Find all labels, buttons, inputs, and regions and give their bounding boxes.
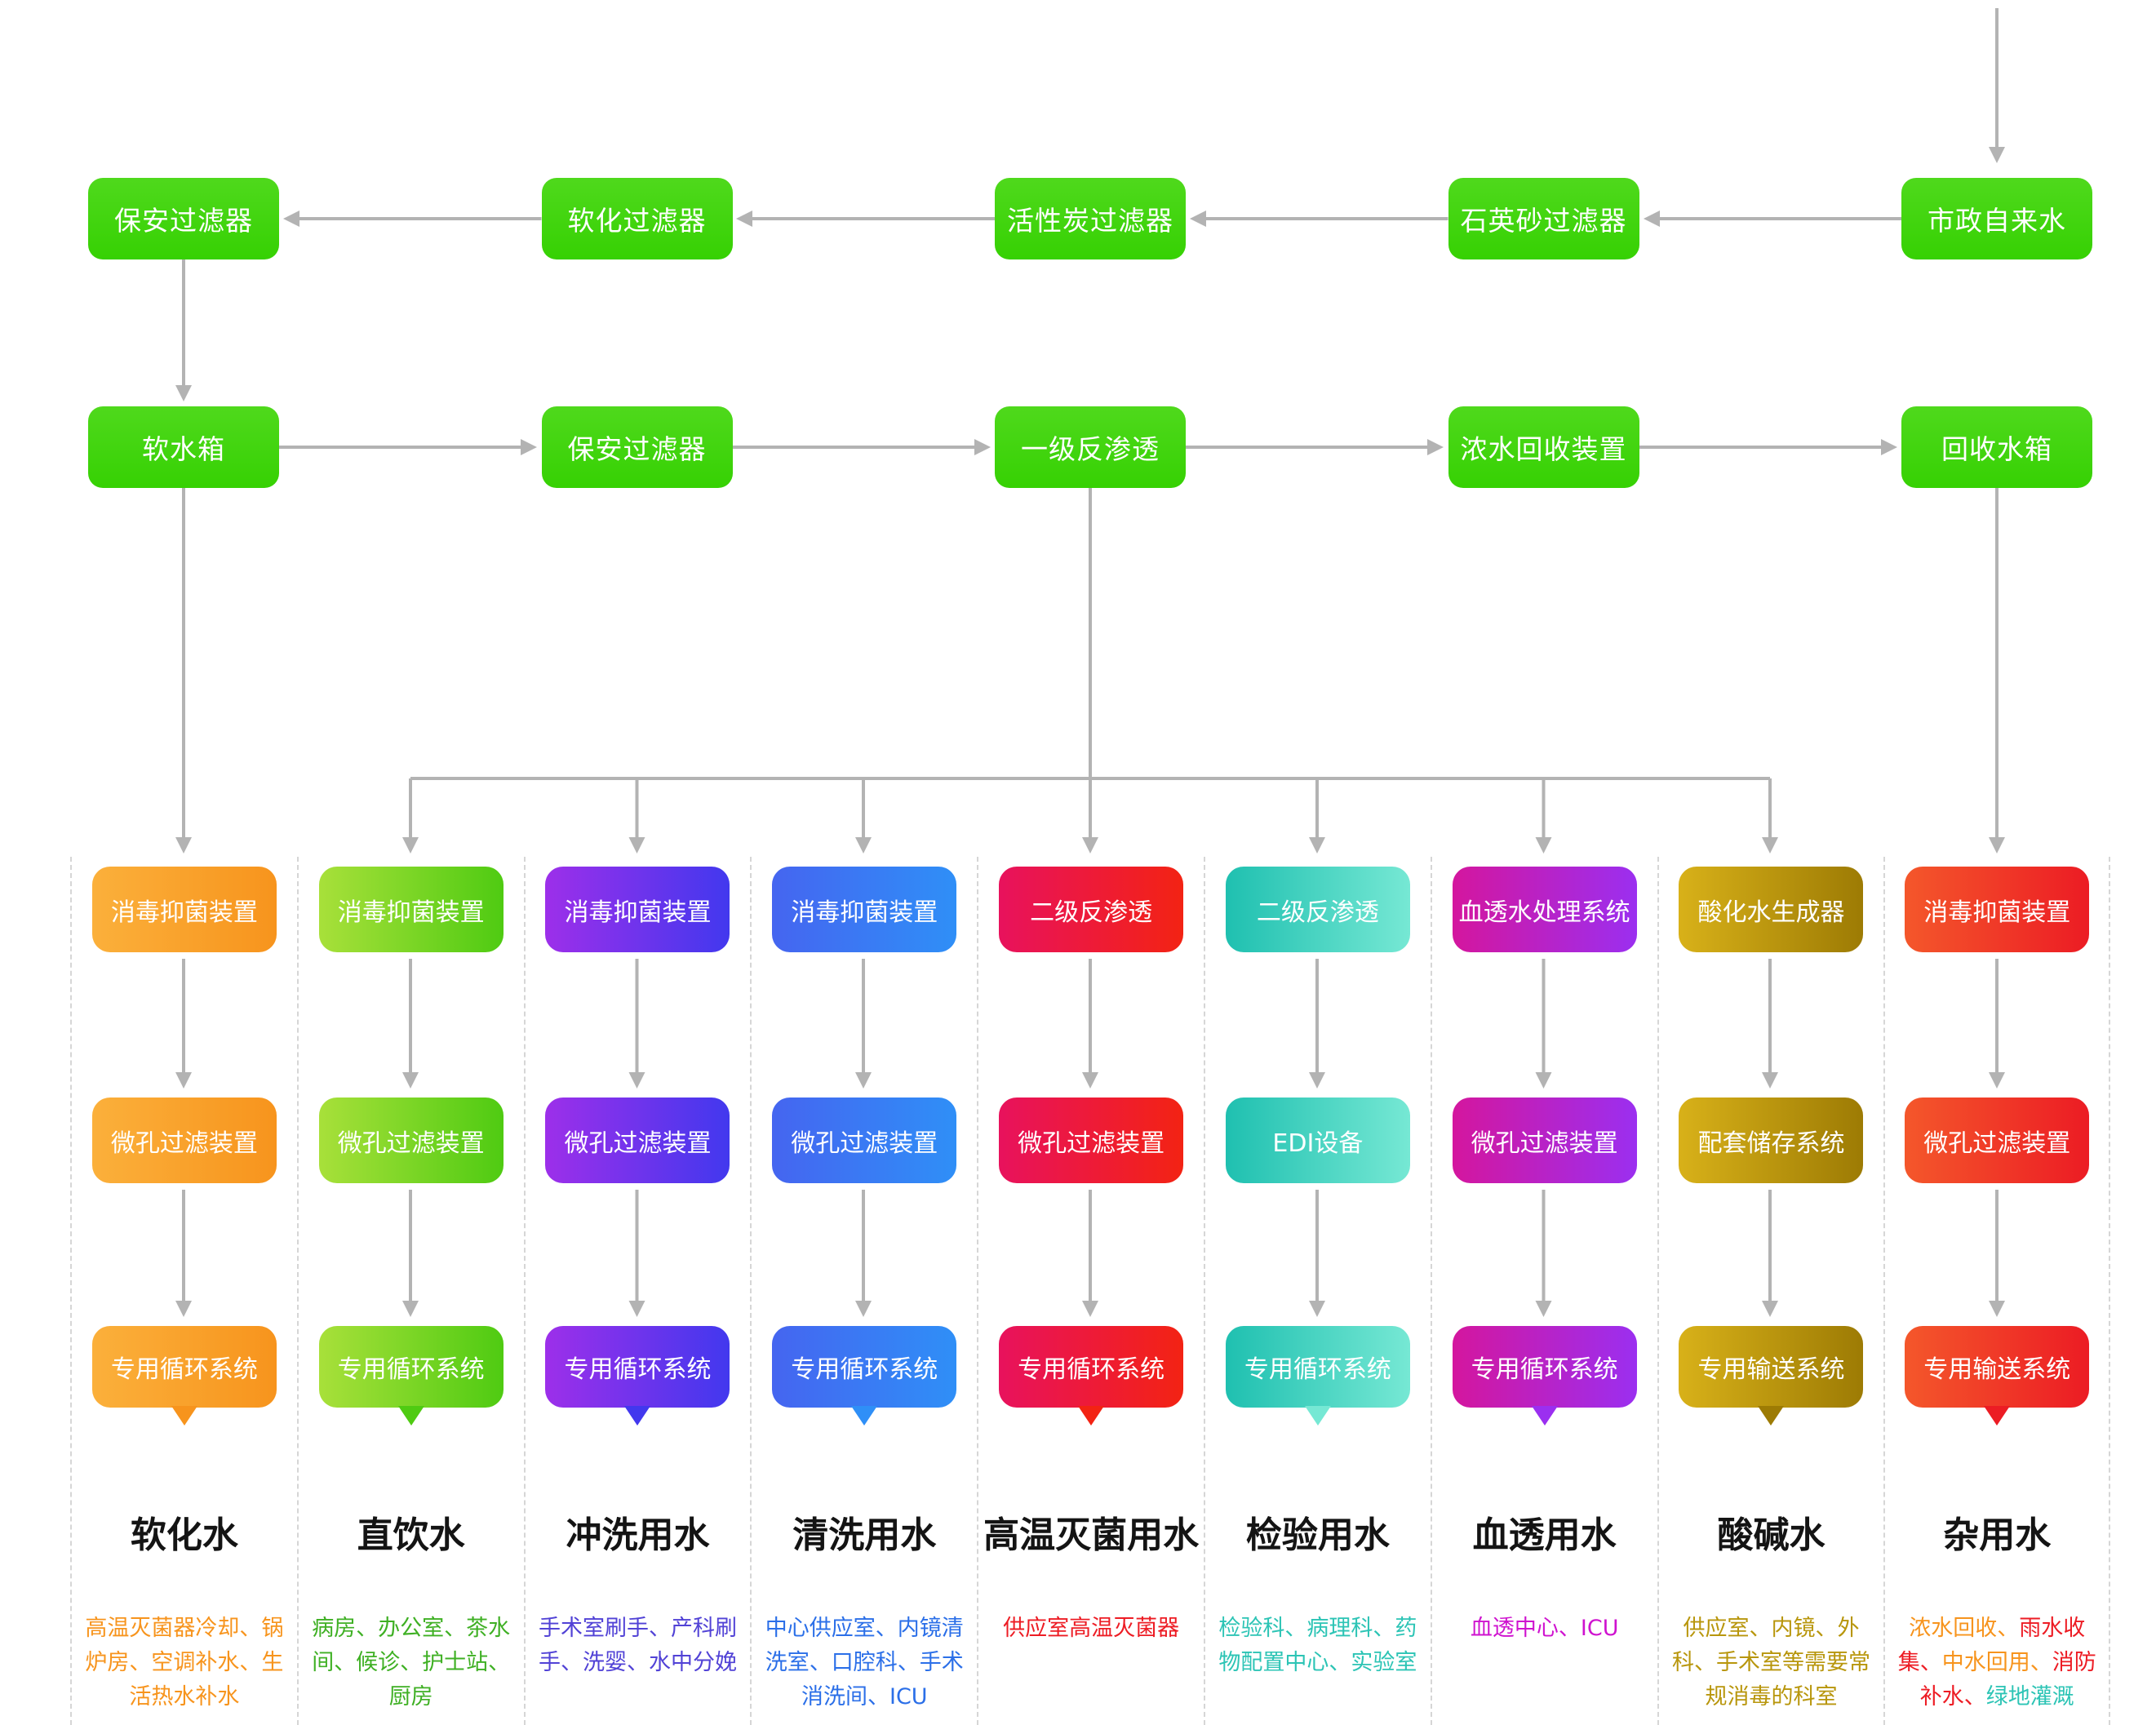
column-softened-water: 消毒抑菌装置 微孔过滤装置 专用循环系统 软化水 高温灭菌器冷却、锅炉房、空调补… xyxy=(70,857,297,1725)
stage2-label: 微孔过滤装置 xyxy=(1471,1129,1618,1158)
column-title: 软化水 xyxy=(130,1514,238,1556)
stage1-label: 二级反渗透 xyxy=(1030,898,1153,927)
column-acid-alkaline-water: 酸化水生成器 配套储存系统 专用输送系统 酸碱水 供应室、内镜、外科、手术室等需… xyxy=(1657,857,1884,1725)
stage3-label: 专用循环系统 xyxy=(1471,1355,1618,1384)
stage1-box: 消毒抑菌装置 xyxy=(1905,867,2090,952)
column-title: 直饮水 xyxy=(357,1514,465,1556)
node-quartz-sand-filter: 石英砂过滤器 xyxy=(1448,178,1639,259)
node-activated-carbon-filter: 活性炭过滤器 xyxy=(995,178,1186,259)
column-description: 检验科、病理科、药物配置中心、实验室 xyxy=(1218,1616,1417,1675)
stage3-box: 专用循环系统 xyxy=(1452,1326,1637,1408)
stage3-box: 专用输送系统 xyxy=(1679,1326,1864,1408)
node-recycled-water-tank: 回收水箱 xyxy=(1901,406,2092,488)
column-description: 中心供应室、内镜清洗室、口腔科、手术消洗间、ICU xyxy=(765,1616,964,1709)
node-security-filter-2: 保安过滤器 xyxy=(541,406,733,488)
column-title: 血透用水 xyxy=(1472,1514,1617,1556)
column-description: 高温灭菌器冷却、锅炉房、空调补水、生活热水补水 xyxy=(85,1616,284,1709)
column-flushing-water: 消毒抑菌装置 微孔过滤装置 专用循环系统 冲洗用水 手术室刷手、产科刷手、洗婴、… xyxy=(523,857,751,1725)
node-first-stage-ro: 一级反渗透 xyxy=(995,406,1186,488)
stage3-label: 专用输送系统 xyxy=(1923,1355,2071,1384)
stage1-box: 酸化水生成器 xyxy=(1679,867,1864,952)
stage1-label: 酸化水生成器 xyxy=(1697,898,1845,927)
stage3-label: 专用循环系统 xyxy=(564,1355,712,1384)
stage2-box: EDI设备 xyxy=(1225,1098,1410,1183)
stage3-label: 专用循环系统 xyxy=(337,1355,485,1384)
column-title: 检验用水 xyxy=(1245,1514,1390,1556)
stage3-box: 专用循环系统 xyxy=(772,1326,957,1408)
stage1-box: 消毒抑菌装置 xyxy=(318,867,504,952)
column-description: 手术室刷手、产科刷手、洗婴、水中分娩 xyxy=(538,1616,737,1675)
stage3-label: 专用循环系统 xyxy=(110,1355,258,1384)
column-title: 冲洗用水 xyxy=(566,1514,710,1556)
stage1-label: 血透水处理系统 xyxy=(1458,898,1630,927)
stage2-box: 微孔过滤装置 xyxy=(545,1098,730,1183)
stage1-label: 二级反渗透 xyxy=(1256,898,1379,927)
stage3-box: 专用循环系统 xyxy=(1225,1326,1410,1408)
stage1-label: 消毒抑菌装置 xyxy=(791,898,938,927)
stage3-label: 专用循环系统 xyxy=(1018,1355,1165,1384)
stage3-box: 专用循环系统 xyxy=(545,1326,730,1408)
column-cleaning-water: 消毒抑菌装置 微孔过滤装置 专用循环系统 清洗用水 中心供应室、内镜清洗室、口腔… xyxy=(750,857,977,1725)
stage2-box: 微孔过滤装置 xyxy=(999,1098,1184,1183)
stage3-label: 专用循环系统 xyxy=(1244,1355,1391,1384)
stage1-box: 消毒抑菌装置 xyxy=(91,867,277,952)
stage2-label: 微孔过滤装置 xyxy=(110,1129,258,1158)
stage2-label: 微孔过滤装置 xyxy=(1923,1129,2071,1158)
column-title: 酸碱水 xyxy=(1717,1514,1826,1556)
column-lab-testing-water: 二级反渗透 EDI设备 专用循环系统 检验用水 检验科、病理科、药物配置中心、实… xyxy=(1203,857,1431,1725)
stage1-box: 二级反渗透 xyxy=(999,867,1184,952)
stage2-label: EDI设备 xyxy=(1272,1129,1364,1158)
column-miscellaneous-water: 消毒抑菌装置 微孔过滤装置 专用输送系统 杂用水 浓水回收、雨水收集、中水回用、… xyxy=(1883,857,2111,1725)
stage2-label: 微孔过滤装置 xyxy=(1018,1129,1165,1158)
usage-columns: 消毒抑菌装置 微孔过滤装置 专用循环系统 软化水 高温灭菌器冷却、锅炉房、空调补… xyxy=(70,857,2111,1725)
stage1-label: 消毒抑菌装置 xyxy=(1923,898,2071,927)
stage1-label: 消毒抑菌装置 xyxy=(110,898,258,927)
node-soft-water-tank: 软水箱 xyxy=(88,406,279,488)
stage2-label: 微孔过滤装置 xyxy=(791,1129,938,1158)
stage3-label: 专用输送系统 xyxy=(1697,1355,1845,1384)
stage1-label: 消毒抑菌装置 xyxy=(564,898,712,927)
stage1-label: 消毒抑菌装置 xyxy=(337,898,485,927)
stage2-box: 微孔过滤装置 xyxy=(1905,1098,2090,1183)
stage2-box: 微孔过滤装置 xyxy=(91,1098,277,1183)
node-municipal-tap-water: 市政自来水 xyxy=(1901,178,2092,259)
stage1-box: 消毒抑菌装置 xyxy=(545,867,730,952)
column-description: 浓水回收、雨水收集、中水回用、消防补水、绿地灌溉 xyxy=(1897,1616,2096,1709)
stage3-box: 专用循环系统 xyxy=(91,1326,277,1408)
stage2-box: 配套储存系统 xyxy=(1679,1098,1864,1183)
stage1-box: 血透水处理系统 xyxy=(1452,867,1637,952)
column-drinking-water: 消毒抑菌装置 微孔过滤装置 专用循环系统 直饮水 病房、办公室、茶水间、候诊、护… xyxy=(296,857,524,1725)
column-high-temp-sterilization-water: 二级反渗透 微孔过滤装置 专用循环系统 高温灭菌用水 供应室高温灭菌器 xyxy=(977,857,1204,1725)
stage3-box: 专用循环系统 xyxy=(318,1326,504,1408)
column-description: 血透中心、ICU xyxy=(1470,1616,1619,1641)
column-description: 病房、办公室、茶水间、候诊、护士站、厨房 xyxy=(312,1616,511,1709)
column-title: 高温灭菌用水 xyxy=(983,1514,1200,1556)
column-description: 供应室、内镜、外科、手术室等需要常规消毒的科室 xyxy=(1671,1616,1870,1709)
stage2-box: 微孔过滤装置 xyxy=(1452,1098,1637,1183)
stage2-label: 微孔过滤装置 xyxy=(337,1129,485,1158)
column-description: 供应室高温灭菌器 xyxy=(1003,1616,1180,1641)
stage2-box: 微孔过滤装置 xyxy=(318,1098,504,1183)
stage3-box: 专用输送系统 xyxy=(1905,1326,2090,1408)
stage1-box: 消毒抑菌装置 xyxy=(772,867,957,952)
column-title: 杂用水 xyxy=(1943,1514,2052,1556)
node-concentrate-recovery-device: 浓水回收装置 xyxy=(1448,406,1639,488)
stage2-box: 微孔过滤装置 xyxy=(772,1098,957,1183)
column-title: 清洗用水 xyxy=(792,1514,937,1556)
stage3-label: 专用循环系统 xyxy=(791,1355,938,1384)
stage2-label: 配套储存系统 xyxy=(1697,1129,1845,1158)
stage1-box: 二级反渗透 xyxy=(1225,867,1410,952)
node-security-filter: 保安过滤器 xyxy=(88,178,279,259)
column-hemodialysis-water: 血透水处理系统 微孔过滤装置 专用循环系统 血透用水 血透中心、ICU xyxy=(1430,857,1657,1725)
stage3-box: 专用循环系统 xyxy=(999,1326,1184,1408)
stage2-label: 微孔过滤装置 xyxy=(564,1129,712,1158)
node-softening-filter: 软化过滤器 xyxy=(541,178,733,259)
